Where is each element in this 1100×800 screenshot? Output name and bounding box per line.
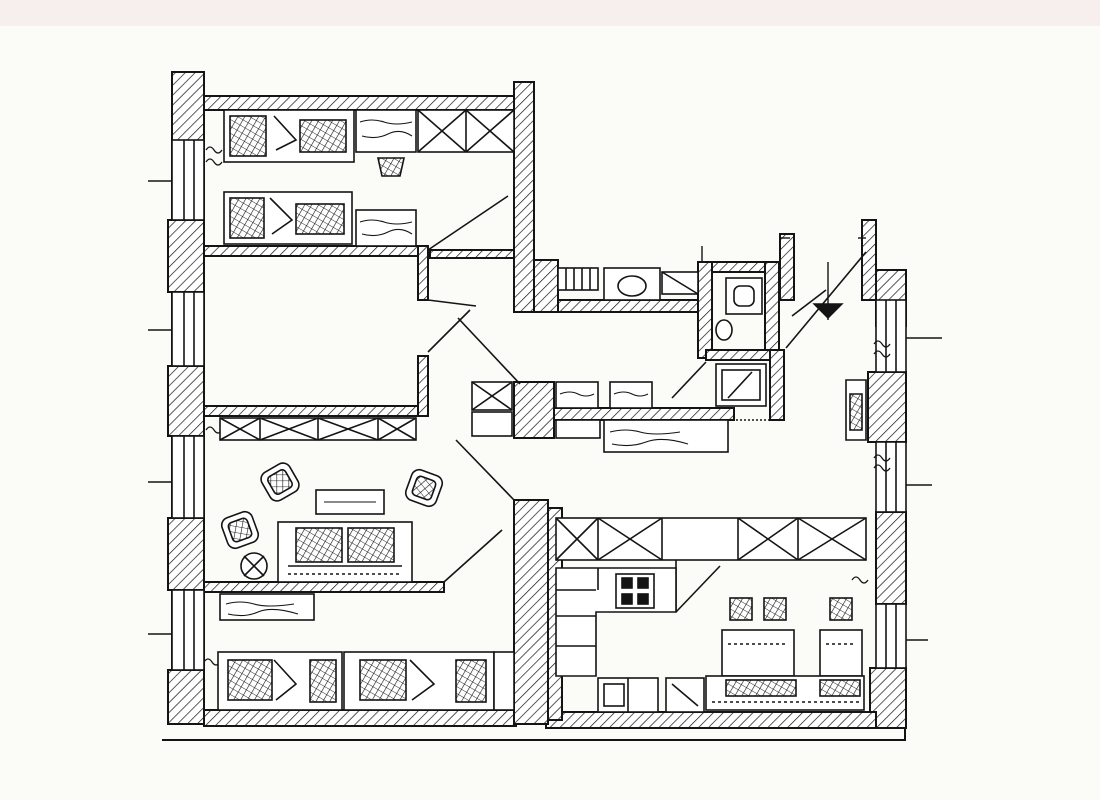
door-swing — [791, 289, 827, 317]
wall — [167, 669, 205, 725]
wardrobe-north — [355, 109, 417, 153]
detail-marks — [701, 237, 866, 421]
side-table-round — [240, 552, 268, 580]
wall — [705, 349, 773, 361]
window-west-1 — [171, 139, 205, 221]
wall — [203, 245, 419, 257]
wall — [867, 371, 907, 443]
window-west-3 — [171, 435, 205, 519]
stair-symbol — [812, 262, 844, 320]
wall — [764, 261, 780, 351]
shelf-corridor — [555, 381, 653, 409]
wardrobe-north-crossed — [417, 109, 515, 153]
chair-east-2 — [763, 597, 787, 621]
wall — [513, 381, 555, 439]
cabinet-corridor — [471, 381, 513, 437]
paper-top-tint — [0, 0, 1100, 26]
coffee-table — [315, 489, 385, 515]
radiator — [851, 576, 869, 584]
wall — [861, 219, 877, 301]
window-west-4 — [171, 589, 205, 671]
armchair-3 — [220, 510, 260, 550]
wall — [429, 249, 515, 259]
door-swing — [455, 439, 515, 501]
radiator — [873, 340, 891, 358]
wall — [553, 407, 735, 421]
wall — [533, 259, 559, 313]
wall — [167, 517, 205, 591]
wall — [167, 365, 205, 437]
door-swing — [427, 195, 509, 307]
wardrobe-south — [493, 651, 515, 711]
window-west-2 — [171, 291, 205, 367]
chair-north — [377, 157, 405, 177]
shower — [715, 363, 767, 407]
window-east-3 — [875, 603, 907, 669]
stove — [615, 573, 655, 609]
window-axis-marks — [148, 180, 942, 641]
wall — [203, 709, 517, 727]
sofa — [277, 521, 413, 583]
bed-east-1 — [721, 629, 795, 677]
windows — [171, 139, 907, 671]
chair-east-1 — [729, 597, 753, 621]
door-swing — [427, 309, 471, 353]
bed-north-2 — [223, 191, 353, 245]
furniture — [217, 109, 867, 713]
kitchen-upper-cabinets — [555, 517, 867, 561]
bed-south-1 — [217, 651, 343, 711]
wall — [417, 355, 429, 417]
wall — [513, 81, 535, 313]
bed-east-2 — [819, 629, 863, 677]
wardrobe-living — [219, 417, 417, 441]
wall — [769, 349, 785, 421]
wall — [417, 245, 429, 301]
wall — [711, 261, 773, 273]
bed-east-base — [705, 675, 865, 711]
wall — [513, 499, 549, 725]
heater-east — [845, 379, 867, 441]
wc-small — [715, 319, 733, 341]
chair-east-3 — [829, 597, 853, 621]
washer — [661, 271, 699, 295]
window-east-2 — [875, 441, 907, 513]
wall — [557, 299, 699, 313]
wall — [167, 219, 205, 293]
radiator — [205, 146, 223, 166]
wall — [203, 405, 419, 417]
desk-south — [219, 593, 315, 621]
wall — [697, 261, 713, 359]
wall — [545, 711, 877, 729]
kitchen-sink — [597, 677, 659, 713]
door-swing — [443, 529, 503, 583]
door-swing — [785, 251, 867, 349]
sink — [603, 267, 661, 301]
bathtub — [557, 267, 599, 291]
bed-south-2 — [343, 651, 495, 711]
wardrobe-corridor — [555, 419, 729, 453]
kitchen-unit — [665, 677, 705, 713]
desk-north — [355, 209, 417, 247]
armchair-2 — [404, 468, 444, 508]
wall — [203, 95, 517, 111]
toilet — [725, 277, 763, 315]
door-swing — [671, 361, 707, 399]
window-east-1 — [875, 299, 907, 373]
radiators — [203, 146, 891, 666]
wall — [875, 511, 907, 605]
armchair-1 — [260, 462, 300, 502]
wall — [203, 581, 445, 593]
bed-north-1 — [223, 109, 355, 163]
wall — [779, 233, 795, 301]
door-swings — [427, 195, 867, 613]
door-swing — [457, 317, 521, 385]
radiator — [873, 454, 891, 472]
